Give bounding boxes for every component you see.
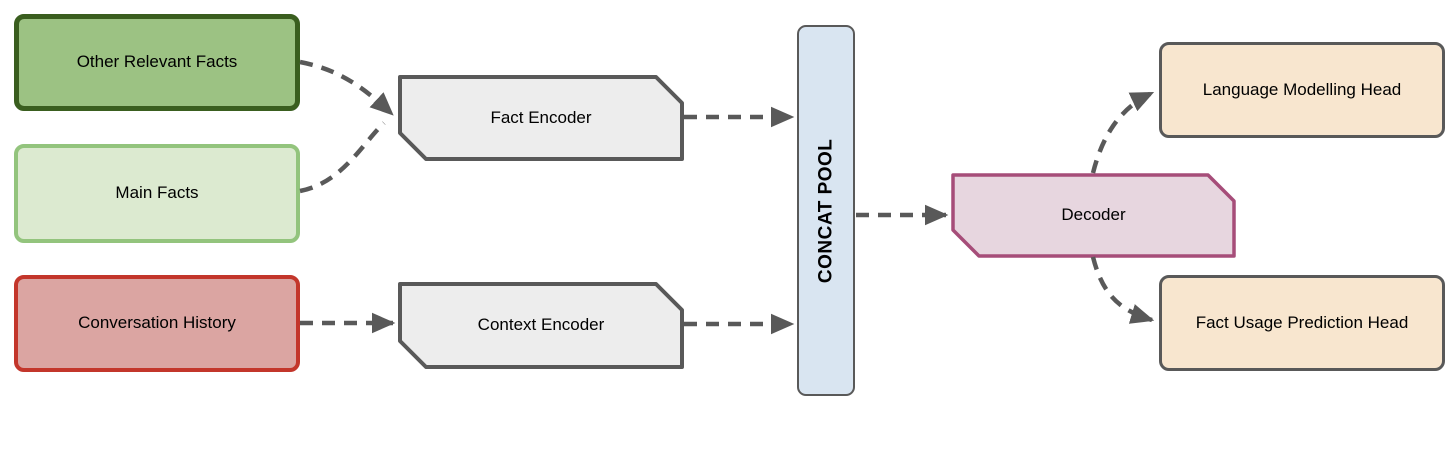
- node-language-modelling-head: Language Modelling Head: [1159, 42, 1445, 138]
- node-label: Fact Encoder: [490, 107, 592, 127]
- node-label: Fact Usage Prediction Head: [1195, 312, 1409, 332]
- arrow-decoder-to-fact-usage-prediction-head: [1090, 256, 1155, 324]
- node-decoder: Decoder: [951, 173, 1236, 258]
- arrow-main-facts-to-fact-encoder: [299, 121, 386, 194]
- node-label: Decoder: [1061, 205, 1126, 225]
- node-shape: [398, 282, 684, 369]
- node-label: Conversation History: [78, 313, 236, 333]
- arrow-decoder-to-language-modelling-head: [1090, 90, 1155, 174]
- node-shape: [951, 173, 1236, 258]
- node-label: Language Modelling Head: [1202, 79, 1402, 99]
- node-context-encoder: Context Encoder: [398, 282, 684, 369]
- node-label: CONCAT POOL: [815, 138, 837, 283]
- node-shape: [398, 75, 684, 161]
- cut-corner-card-shape: [951, 173, 1236, 258]
- node-conversation-history: Conversation History: [14, 275, 300, 372]
- node-main-facts: Main Facts: [14, 144, 300, 243]
- node-concat-pool: CONCAT POOL: [797, 25, 855, 396]
- cut-corner-card-shape: [398, 75, 684, 161]
- node-other-relevant-facts: Other Relevant Facts: [14, 14, 300, 111]
- node-fact-encoder: Fact Encoder: [398, 75, 684, 161]
- node-fact-usage-prediction-head: Fact Usage Prediction Head: [1159, 275, 1445, 371]
- arrow-other-facts-to-fact-encoder: [299, 59, 394, 116]
- cut-corner-card-shape: [398, 282, 684, 369]
- node-label: Main Facts: [115, 183, 199, 203]
- node-label: Context Encoder: [477, 315, 605, 335]
- node-label: Other Relevant Facts: [76, 52, 238, 72]
